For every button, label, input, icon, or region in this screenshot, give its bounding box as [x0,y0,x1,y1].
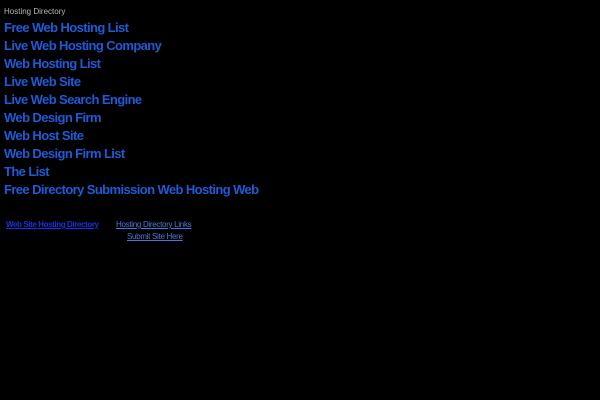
footer-submit-link[interactable]: Submit Site Here [127,232,183,241]
list-item: Web Host Site [4,127,258,145]
list-item: Live Web Hosting Company [4,37,258,55]
link-the-list[interactable]: The List [4,164,50,179]
link-live-web-hosting-company[interactable]: Live Web Hosting Company [4,38,162,53]
footer-directory-link[interactable]: Web Site Hosting Directory [6,220,99,229]
footer-links-link[interactable]: Hosting Directory Links [116,220,192,229]
list-item: The List [4,163,258,181]
footer: Web Site Hosting Directory Hosting Direc… [6,219,426,249]
list-item: Web Design Firm [4,109,258,127]
link-list: Free Web Hosting List Live Web Hosting C… [4,19,259,199]
list-item: Web Hosting List [4,55,258,73]
link-web-hosting-list[interactable]: Web Hosting List [4,56,101,71]
link-free-directory-submission[interactable]: Free Directory Submission Web Hosting We… [4,182,259,197]
list-item: Web Design Firm List [4,145,258,163]
list-item: Free Directory Submission Web Hosting We… [4,181,259,199]
list-item: Live Web Search Engine [4,91,258,109]
link-live-web-search-engine[interactable]: Live Web Search Engine [4,92,142,107]
list-item: Free Web Hosting List [4,19,258,37]
link-web-design-firm[interactable]: Web Design Firm [4,110,102,125]
link-web-design-firm-list[interactable]: Web Design Firm List [4,146,125,161]
link-free-web-hosting-list[interactable]: Free Web Hosting List [4,20,129,35]
list-item: Live Web Site [4,73,258,91]
page-header: Hosting Directory [4,7,66,16]
link-live-web-site[interactable]: Live Web Site [4,74,81,89]
link-web-host-site[interactable]: Web Host Site [4,128,84,143]
